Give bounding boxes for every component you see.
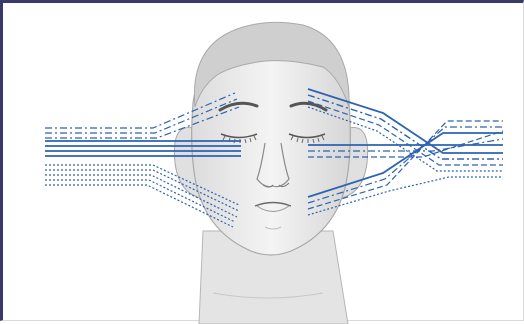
face-diagram [3,3,524,324]
